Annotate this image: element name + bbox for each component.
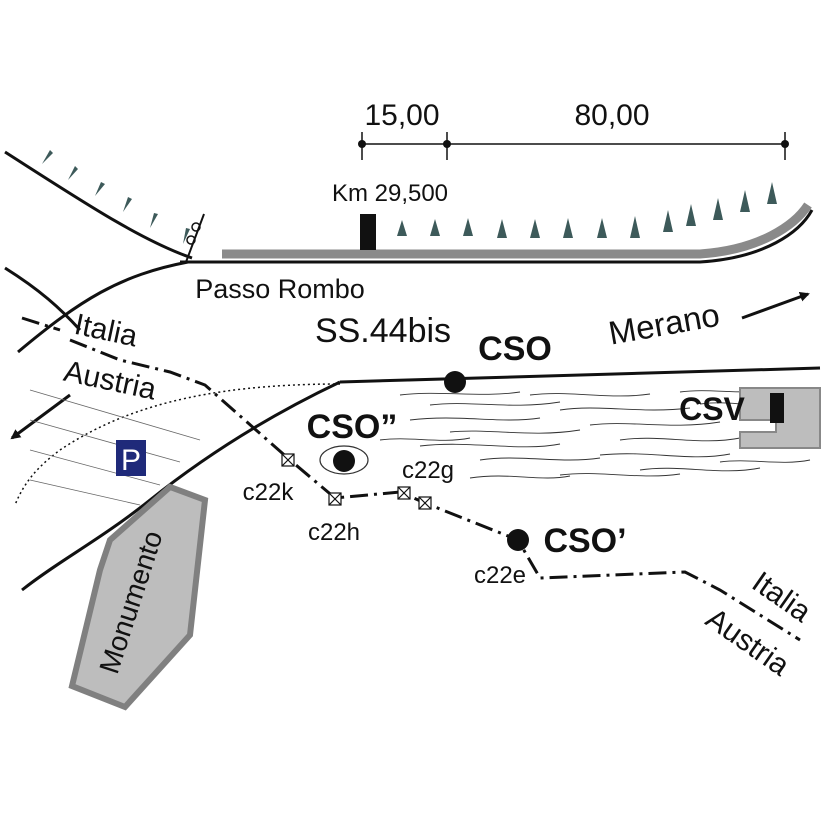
station-cso-prime-label: CSO’: [543, 522, 626, 560]
borehole-c22g-label: c22g: [402, 457, 454, 484]
snow-gallery: [222, 202, 812, 259]
borehole-c22e-label: c22e: [474, 562, 526, 589]
km-label: Km 29,500: [332, 180, 448, 207]
dimension-line: [358, 132, 789, 160]
road-south-branch: [21, 380, 341, 592]
station-csv-label: CSV: [679, 391, 745, 427]
road-branch-left: [17, 260, 189, 354]
borehole-markers: [281, 453, 432, 510]
road-label: SS.44bis: [315, 312, 451, 350]
csv-instrument: [770, 393, 784, 423]
road-branch-left-upper: [4, 266, 82, 332]
km-marker-block: [360, 214, 376, 250]
station-cso-double-prime-label: CSO”: [307, 408, 398, 446]
upper-left-road: [4, 150, 193, 260]
snow-markers-right: [397, 182, 777, 238]
station-cso-double-prime-marker: [333, 450, 355, 472]
track-dotted: [14, 383, 341, 506]
parking-symbol: P: [121, 444, 141, 477]
pass-label: Passo Rombo: [195, 274, 365, 304]
cso-double-prime-ring: [319, 445, 369, 475]
dimension-right-label: 80,00: [574, 99, 649, 132]
main-road-south-edge: [339, 366, 821, 384]
station-cso-label: CSO: [478, 330, 552, 368]
snow-markers-left: [42, 150, 190, 244]
direction-label: Merano: [606, 296, 723, 352]
border-left-italia: Italia: [72, 308, 141, 354]
monument-shape: [68, 483, 209, 711]
main-road-north-edge: [180, 209, 814, 264]
parking-sign: [116, 440, 146, 476]
austria-arrow: [10, 393, 71, 440]
borehole-c22h-label: c22h: [308, 519, 360, 546]
borehole-c22k-label: c22k: [243, 479, 295, 506]
parking-hatch: [29, 389, 201, 506]
dimension-left-label: 15,00: [364, 99, 439, 132]
border-right-italia: Italia: [746, 566, 817, 630]
merano-arrow: [741, 292, 810, 320]
station-cso-prime-marker: [507, 529, 529, 551]
border-left-austria: Austria: [61, 355, 159, 407]
station-cso-marker: [444, 371, 466, 393]
